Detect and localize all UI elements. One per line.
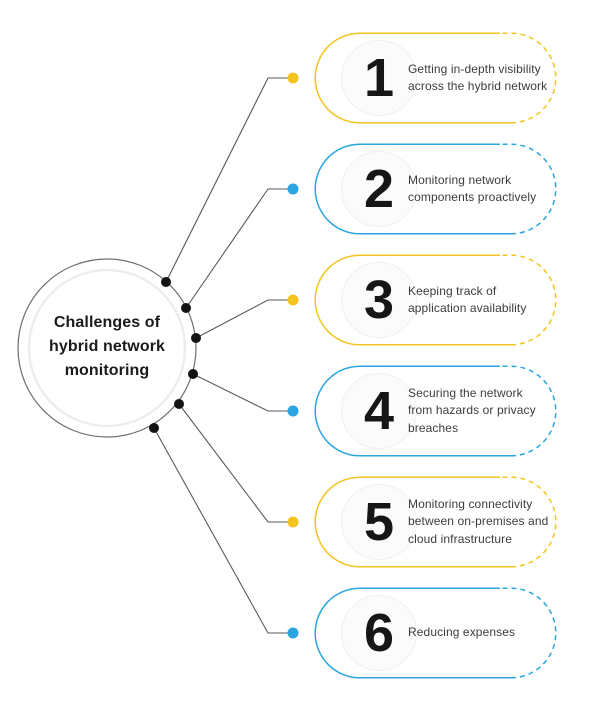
challenge-item-4: 4 Securing the network from hazards or p… <box>314 365 557 457</box>
pill-border <box>314 365 557 457</box>
challenge-number-circle: 2 <box>341 151 417 227</box>
challenge-number: 1 <box>363 48 395 108</box>
connector-line-5 <box>178 403 293 523</box>
challenge-item-2: 2 Monitoring network components proactiv… <box>314 143 557 235</box>
circle-node-dot-1 <box>161 277 171 287</box>
connector-line-1 <box>165 77 293 283</box>
challenge-text: Getting in-depth visibility across the h… <box>408 61 548 93</box>
circle-node-dot-2 <box>181 303 191 313</box>
circle-node-dot-4 <box>188 369 198 379</box>
connector-line-3 <box>195 299 293 339</box>
challenge-number-circle: 3 <box>341 262 417 338</box>
endpoint-dot-1 <box>287 72 299 84</box>
endpoint-dot-3 <box>287 294 299 306</box>
connector-line-6 <box>153 427 293 634</box>
endpoint-dot-6 <box>287 627 299 639</box>
endpoint-dot-2 <box>287 183 299 195</box>
challenge-text: Monitoring connectivity between on-premi… <box>408 496 549 546</box>
challenge-number-circle: 5 <box>341 484 417 560</box>
challenge-number-circle: 1 <box>341 40 417 116</box>
challenge-number: 3 <box>363 270 395 330</box>
central-circle <box>17 258 197 438</box>
circle-node-dot-5 <box>174 399 184 409</box>
center-title: Challenges of hybrid network monitoring <box>48 314 166 379</box>
pill-border <box>314 587 557 679</box>
pill-border <box>314 143 557 235</box>
pill-border <box>314 476 557 568</box>
endpoint-dot-5 <box>287 516 299 528</box>
challenge-number: 5 <box>363 492 395 552</box>
challenge-text: Reducing expenses <box>408 625 516 640</box>
challenge-item-3: 3 Keeping track of application availabil… <box>314 254 557 346</box>
connector-line-4 <box>192 373 293 412</box>
challenge-number: 2 <box>363 159 395 219</box>
circle-node-dot-3 <box>191 333 201 343</box>
challenge-item-6: 6 Reducing expenses <box>314 587 557 679</box>
challenge-item-1: 1 Getting in-depth visibility across the… <box>314 32 557 124</box>
challenge-item-5: 5 Monitoring connectivity between on-pre… <box>314 476 557 568</box>
central-circle-inner-ring <box>27 268 187 428</box>
pill-border <box>314 32 557 124</box>
circle-node-dot-6 <box>149 423 159 433</box>
challenge-number: 6 <box>363 603 395 663</box>
challenge-number-circle: 4 <box>341 373 417 449</box>
pill-border <box>314 254 557 346</box>
connector-line-2 <box>185 188 293 309</box>
endpoint-dot-4 <box>287 405 299 417</box>
challenge-text: Securing the network from hazards or pri… <box>408 385 536 435</box>
challenge-number: 4 <box>363 381 395 441</box>
challenge-number-circle: 6 <box>341 595 417 671</box>
challenge-text: Monitoring network components proactivel… <box>408 172 537 204</box>
challenge-text: Keeping track of application availabilit… <box>408 283 527 315</box>
